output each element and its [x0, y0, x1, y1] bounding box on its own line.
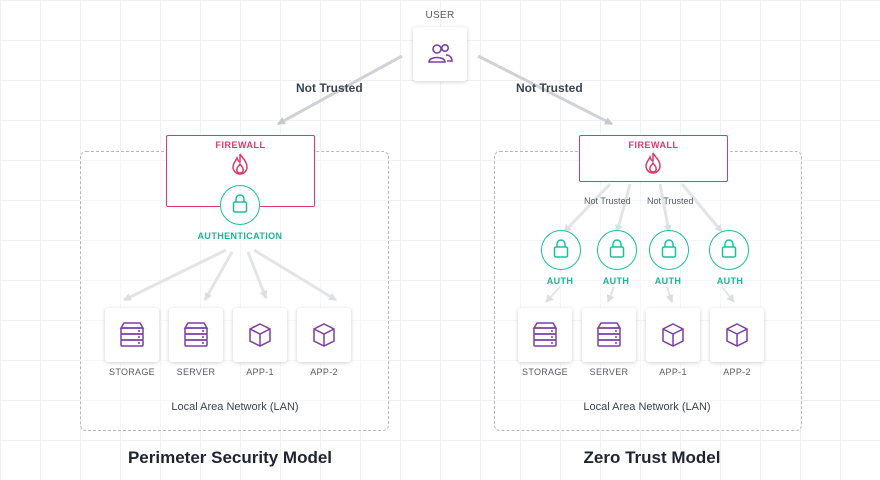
- lock-icon: [609, 239, 625, 258]
- perimeter-app2-node: [297, 308, 351, 362]
- arrow-auth-to-app1: [246, 251, 268, 299]
- arrow-auth2-to-server: [606, 286, 615, 303]
- auth-label-3: AUTH: [654, 276, 682, 286]
- perimeter-auth-lock: [220, 185, 260, 225]
- cube-icon: [313, 323, 335, 347]
- database-icon: [532, 322, 558, 347]
- authentication-label: AUTHENTICATION: [197, 231, 283, 241]
- arrow-user-to-perimeter-firewall: [277, 54, 403, 126]
- arrow-fw-to-auth1: [562, 182, 612, 234]
- edge-label-left: Not Trusted: [296, 81, 363, 95]
- user-node: [413, 27, 467, 81]
- auth-label-1: AUTH: [546, 276, 574, 286]
- edge-label-right: Not Trusted: [516, 81, 583, 95]
- zerotrust-auth-lock-3: [649, 230, 689, 270]
- flame-icon: [232, 153, 248, 175]
- perimeter-server-node: [169, 308, 223, 362]
- database-icon: [119, 322, 145, 347]
- auth-label-4: AUTH: [716, 276, 744, 286]
- cube-icon: [662, 323, 684, 347]
- zerotrust-model-title: Zero Trust Model: [583, 448, 721, 467]
- cube-icon: [726, 323, 748, 347]
- not-trusted-label-1: Not Trusted: [584, 196, 631, 206]
- lock-icon: [661, 239, 677, 258]
- not-trusted-label-2: Not Trusted: [647, 196, 694, 206]
- firewall-label: FIREWALL: [215, 140, 266, 150]
- firewall-label: FIREWALL: [628, 140, 679, 150]
- zerotrust-lan-label: Local Area Network (LAN): [583, 401, 711, 413]
- arrow-auth-to-storage: [123, 248, 227, 302]
- auth-label-2: AUTH: [602, 276, 630, 286]
- node-label-app1: APP-1: [659, 367, 687, 377]
- arrow-user-to-zerotrust-firewall: [477, 54, 613, 126]
- server-icon: [596, 322, 622, 347]
- zerotrust-auth-lock-1: [541, 230, 581, 270]
- lock-icon: [721, 239, 737, 258]
- flame-icon: [645, 152, 661, 174]
- zerotrust-storage-node: [518, 308, 572, 362]
- arrow-auth3-to-app1: [665, 286, 674, 303]
- zerotrust-auth-lock-4: [709, 230, 749, 270]
- zerotrust-firewall: FIREWALL: [579, 135, 728, 182]
- node-label-app2: APP-2: [310, 367, 338, 377]
- perimeter-app1-node: [233, 308, 287, 362]
- node-label-server: SERVER: [176, 367, 216, 377]
- zerotrust-app1-node: [646, 308, 700, 362]
- perimeter-storage-node: [105, 308, 159, 362]
- cube-icon: [249, 323, 271, 347]
- zerotrust-lan-boundary: [494, 151, 802, 431]
- node-label-app2: APP-2: [723, 367, 751, 377]
- zerotrust-server-node: [582, 308, 636, 362]
- user-label: USER: [425, 10, 455, 21]
- node-label-storage: STORAGE: [522, 367, 568, 377]
- arrow-fw-to-auth2: [614, 183, 632, 233]
- node-label-server: SERVER: [589, 367, 629, 377]
- arrow-auth-to-app2: [253, 248, 337, 302]
- node-label-app1: APP-1: [246, 367, 274, 377]
- arrow-auth1-to-storage: [545, 286, 561, 303]
- arrow-fw-to-auth4: [680, 183, 724, 233]
- zerotrust-auth-lock-2: [597, 230, 637, 270]
- server-icon: [183, 322, 209, 347]
- node-label-storage: STORAGE: [109, 367, 155, 377]
- lock-icon: [232, 194, 248, 213]
- users-icon: [428, 44, 453, 63]
- perimeter-model-title: Perimeter Security Model: [127, 448, 333, 467]
- perimeter-lan-label: Local Area Network (LAN): [171, 401, 299, 413]
- arrow-auth4-to-app2: [721, 286, 735, 303]
- zerotrust-app2-node: [710, 308, 764, 362]
- arrow-auth-to-server: [203, 251, 234, 301]
- lock-icon: [553, 239, 569, 258]
- arrow-fw-to-auth3: [658, 183, 672, 233]
